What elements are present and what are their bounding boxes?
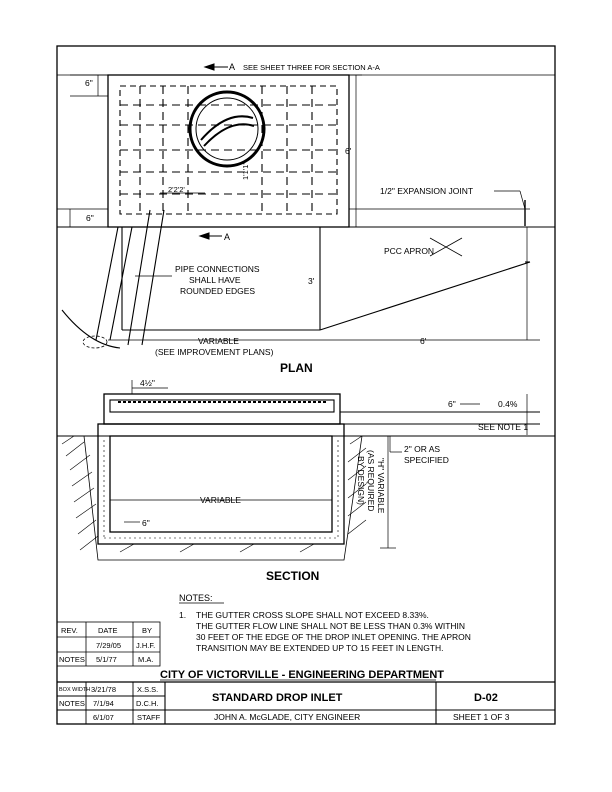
rev-header-by: BY [142,626,152,635]
tb-row2-c2: 7/1/94 [93,699,114,708]
note-line-2: THE GUTTER FLOW LINE SHALL NOT BE LESS T… [196,621,465,631]
rev-header-date: DATE [98,626,117,635]
spec-line1: 2" OR AS [404,444,440,454]
tb-row3-c3: STAFF [137,713,161,722]
section-view: 4½" 6" 0.4% SEE NOTE 1 [57,378,555,583]
tb-row3-c2: 6/1/07 [93,713,114,722]
dim-3ft: 3' [308,276,315,286]
tb-row2-c3: D.C.H. [136,699,159,708]
dim-2-2-2: 2'2'2' [168,185,185,194]
section-ref-left: A [229,62,235,72]
drawing-number: D-02 [474,692,498,704]
plan-view: A SEE SHEET THREE FOR SECTION A-A 6" [57,62,555,375]
dim-6ft-apron: 6' [420,336,427,346]
rev-row2-by: M.A. [138,655,153,664]
sheet-border [56,45,556,725]
note-line-3: 30 FEET OF THE EDGE OF THE DROP INLET OP… [196,632,471,642]
tb-row2-c1: NOTES [59,699,85,708]
tb-row1-c3: X.S.S. [137,685,158,694]
dept-title: CITY OF VICTORVILLE - ENGINEERING DEPART… [160,669,444,681]
sheet-number: SHEET 1 OF 3 [453,712,510,722]
rev-row1-date: 7/29/05 [96,641,121,650]
see-note-label: SEE NOTE 1 [478,422,528,432]
pipe-note-line2: SHALL HAVE [189,275,241,285]
note-line-1: THE GUTTER CROSS SLOPE SHALL NOT EXCEED … [196,610,429,620]
dim-6in-bottom: 6" [86,213,94,223]
city-engineer: JOHN A. McGLADE, CITY ENGINEER [214,712,360,722]
rev-header-rev: REV. [61,626,78,635]
notes-block: NOTES: 1. THE GUTTER CROSS SLOPE SHALL N… [179,593,471,653]
h-variable-line2: (AS REQUIRED [366,450,376,511]
dim-6in-top: 6" [85,78,93,88]
h-variable-line3: BY DESIGN) [356,456,366,505]
rev-row2-rev: NOTES [59,655,85,664]
expansion-joint-label: 1/2" EXPANSION JOINT [380,186,473,196]
dim-4-5in: 4½" [140,378,155,388]
dim-6ft-right: 6' [345,146,352,156]
pipe-note-line1: PIPE CONNECTIONS [175,264,260,274]
see-plans-label: (SEE IMPROVEMENT PLANS) [155,347,274,357]
notes-title: NOTES: [179,593,213,603]
section-variable-label: VARIABLE [200,495,241,505]
dim-1-1-1: 1'1'1' [241,163,250,180]
title-block: CITY OF VICTORVILLE - ENGINEERING DEPART… [57,669,555,724]
note-number: 1. [179,610,186,620]
dim-6in-section: 6" [448,399,456,409]
dim-6in-inner: 6" [142,518,150,528]
tb-row1-c1: BOX WIDTH [59,687,90,693]
plan-label: PLAN [280,361,313,375]
variable-label: VARIABLE [198,336,239,346]
revision-table: REV. DATE BY 7/29/05 J.H.F. NOTES 5/1/77… [56,621,161,667]
rev-row2-date: 5/1/77 [96,655,117,664]
slope-label: 0.4% [498,399,518,409]
section-label: SECTION [266,569,319,583]
note-line-4: TRANSITION MAY BE EXTENDED UP TO 15 FEET… [196,643,444,653]
pcc-apron-label: PCC APRON [384,246,434,256]
h-variable-line1: "H" VARIABLE [376,458,386,514]
drawing-title: STANDARD DROP INLET [212,692,343,704]
pipe-note-line3: ROUNDED EDGES [180,286,255,296]
manhole-cover [188,90,266,168]
section-ref-right: A [224,232,230,242]
rev-row1-by: J.H.F. [136,641,155,650]
tb-row1-c2: 3/21/78 [91,685,116,694]
section-ref-note: SEE SHEET THREE FOR SECTION A-A [243,63,380,72]
spec-line2: SPECIFIED [404,455,449,465]
